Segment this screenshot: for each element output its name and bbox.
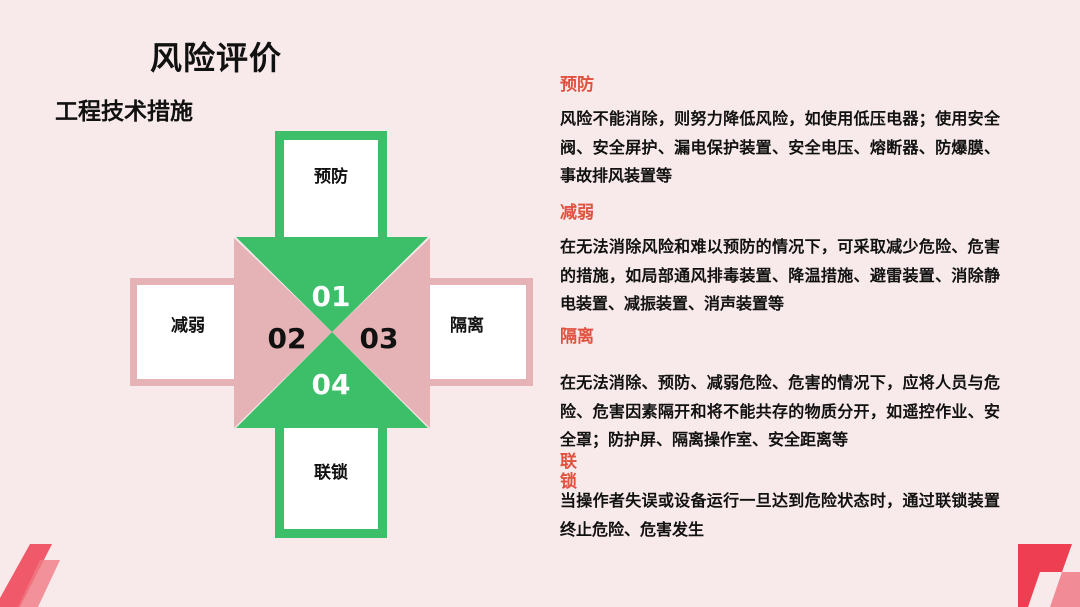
arrow-top-prevent bbox=[236, 131, 428, 332]
arrow-bottom-interlock bbox=[236, 332, 428, 538]
section-isolate: 隔离 在无法消除、预防、减弱危险、危害的情况下，应将人员与危险、危害因素隔开和将… bbox=[560, 322, 1000, 455]
section-text: 在无法消除、预防、减弱危险、危害的情况下，应将人员与危险、危害因素隔开和将不能共… bbox=[560, 373, 1000, 449]
section-heading: 联锁 bbox=[560, 452, 577, 492]
number-04: 04 bbox=[312, 368, 351, 401]
section-text: 风险不能消除，则努力降低风险，如使用低压电器；使用安全阀、安全屏护、漏电保护装置… bbox=[560, 109, 1000, 185]
number-03: 03 bbox=[360, 322, 399, 355]
section-weaken: 减弱 在无法消除风险和难以预防的情况下，可采取减少危险、危害的措施，如局部通风排… bbox=[560, 198, 1000, 319]
page-title: 风险评价 bbox=[150, 39, 283, 77]
section-heading: 隔离 bbox=[560, 327, 594, 347]
number-02: 02 bbox=[268, 322, 307, 355]
label-right: 隔离 bbox=[450, 315, 484, 336]
page-subtitle: 工程技术措施 bbox=[55, 99, 193, 125]
corner-decoration-right bbox=[1018, 544, 1080, 607]
section-interlock: 联锁 当操作者失误或设备运行一旦达到危险状态时，通过联锁装置终止危险、危害发生 bbox=[560, 452, 1000, 544]
section-text: 当操作者失误或设备运行一旦达到危险状态时，通过联锁装置终止危险、危害发生 bbox=[560, 491, 1000, 539]
section-heading: 预防 bbox=[560, 75, 594, 95]
label-bottom: 联锁 bbox=[314, 462, 348, 483]
number-01: 01 bbox=[312, 280, 351, 313]
section-text: 在无法消除风险和难以预防的情况下，可采取减少危险、危害的措施，如局部通风排毒装置… bbox=[560, 237, 1000, 313]
label-left: 减弱 bbox=[171, 315, 205, 336]
arrow-right-isolate bbox=[332, 238, 533, 428]
section-heading: 减弱 bbox=[560, 203, 594, 223]
label-top: 预防 bbox=[314, 166, 348, 187]
corner-decoration-left bbox=[0, 544, 60, 607]
arrow-left-weaken bbox=[130, 238, 332, 428]
section-prevent: 预防 风险不能消除，则努力降低风险，如使用低压电器；使用安全阀、安全屏护、漏电保… bbox=[560, 70, 1000, 191]
